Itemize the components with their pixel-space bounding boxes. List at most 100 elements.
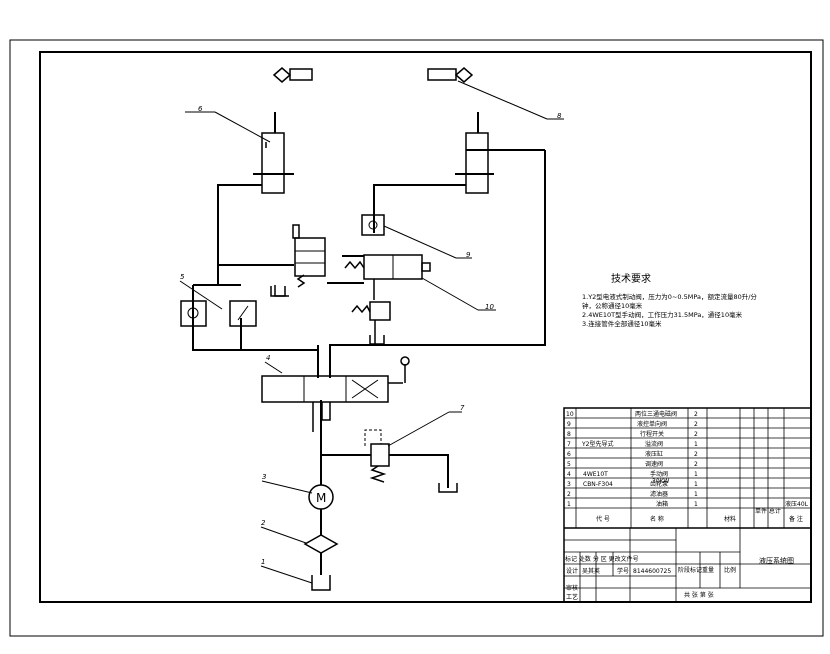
part-label: 10: [485, 303, 494, 311]
bom-name: 液压缸: [645, 450, 663, 458]
outer-border: [9, 39, 824, 637]
part-label: 3: [262, 473, 266, 481]
manual-valve-4: [261, 356, 410, 421]
part-labels: 8 6 9 5 10 4 7 3 2 1: [180, 105, 562, 566]
flow-valve-5: [180, 300, 257, 327]
bom-qty: 2: [694, 431, 698, 438]
bom-qty: 2: [694, 411, 698, 418]
tech-line: 3.连接管件全部通径10毫米: [582, 319, 662, 328]
part-label: 1: [261, 558, 265, 566]
designer-role: 设计: [566, 567, 578, 575]
designer-name: 吴其英: [582, 567, 600, 575]
inner-border: [39, 51, 812, 603]
tech-line: 1.Y2型电液式制动阀，压力为0~0.5MPa，额定流量80升/分: [582, 292, 757, 301]
cylinder-left: [253, 112, 294, 194]
limit-switch-left: [272, 67, 313, 83]
filter: [303, 534, 339, 554]
bom-no: 2: [567, 491, 571, 498]
bom-row: 5 调速阀 2: [567, 460, 698, 468]
bom-header-note: 备 注: [789, 515, 803, 523]
bom-qty: 1: [694, 481, 698, 488]
pipe-network: [192, 150, 546, 575]
limit-switch-right: [427, 67, 474, 83]
bom-no: 8: [567, 431, 571, 438]
bom-row: 7 Y2型先导式 溢流阀 1: [567, 440, 698, 448]
bom-extra-note: 30KW: [652, 478, 669, 485]
bom-no: 5: [567, 461, 571, 468]
tech-line: 2.4WE10T型手动阀，工作压力31.5MPa，通径10毫米: [582, 310, 743, 319]
bom-name: 液控单向阀: [637, 420, 667, 428]
weight-label: 重量: [702, 566, 714, 574]
bom-rows: 10 两位三通电磁阀 2 9 液控单向阀 2 8 行程开关 2 7 Y2型先导式…: [565, 410, 809, 601]
revision-row: 标记 处数 分 区 更改文件号: [565, 555, 639, 563]
leader-lines: [179, 80, 564, 584]
process-role: 工艺: [566, 593, 578, 601]
bom-name: 手动阀: [650, 470, 668, 478]
part-label: 2: [261, 519, 266, 527]
bom-code: Y2型先导式: [581, 440, 613, 448]
bom-code: 4WE10T: [583, 471, 608, 478]
part-label: 5: [180, 273, 185, 281]
cylinder-right: [455, 112, 545, 194]
bom-name: 滤油器: [650, 490, 668, 498]
bom-name: 溢流阀: [645, 440, 663, 448]
relief-valve-7: [364, 429, 390, 483]
bom-row: 9 液控单向阀 2: [567, 420, 698, 428]
part-label: 9: [466, 251, 471, 259]
motor-symbol-letter: M: [316, 491, 326, 505]
bom-row: 10 两位三通电磁阀 2: [566, 410, 698, 418]
drawing-title: 液压系统图: [759, 556, 794, 565]
bom-no: 4: [567, 471, 571, 478]
bom-qty: 1: [694, 441, 698, 448]
bom-name: 两位三通电磁阀: [635, 410, 677, 418]
scale-label: 比例: [724, 566, 736, 574]
bom-qty: 1: [694, 491, 698, 498]
part-label: 8: [557, 112, 562, 120]
directional-valve-10: [344, 254, 431, 300]
motor: [308, 484, 334, 510]
bom-row: 4 4WE10T 手动阀 1: [567, 470, 698, 478]
title-grid: [564, 528, 811, 602]
bom-no: 6: [567, 451, 571, 458]
bom-material-note: 液压40L: [785, 500, 809, 508]
bom-header-name: 名 称: [650, 515, 664, 523]
bom-no: 10: [566, 411, 574, 418]
bom-name: 油箱: [656, 500, 668, 508]
sheet-count: 共 张 第 张: [684, 591, 714, 599]
bom-no: 3: [567, 481, 571, 488]
bom-row: 8 行程开关 2: [567, 430, 698, 438]
bom-grid: [564, 408, 811, 529]
bom-code: CBN-F304: [583, 481, 613, 488]
title-block: [563, 407, 812, 603]
bom-qty: 1: [694, 501, 698, 508]
tech-title: 技术要求: [611, 272, 651, 285]
tech-requirements: 技术要求 1.Y2型电液式制动阀，压力为0~0.5MPa，额定流量80升/分 钟…: [582, 272, 757, 328]
bom-row: 1 油箱 1: [567, 500, 698, 508]
stage-label: 阶段标记: [678, 566, 702, 574]
solenoid-valve-left: [274, 224, 326, 297]
bom-qty: 2: [694, 451, 698, 458]
check-valve-9: [361, 214, 385, 236]
checker-role: 审核: [566, 584, 578, 592]
bom-no: 1: [567, 501, 571, 508]
part-label: 6: [198, 105, 203, 113]
bom-name: 齿轮泵: [650, 480, 668, 488]
part-label: 7: [460, 404, 465, 412]
bom-header-material: 材料: [724, 515, 736, 523]
bom-header-weight: 单件 总计: [755, 507, 781, 515]
check-valve-lower: [351, 301, 391, 346]
bom-row: 3 CBN-F304 齿轮泵 1: [567, 480, 698, 488]
tank-symbols: [270, 286, 458, 591]
bom-qty: 1: [694, 471, 698, 478]
bom-qty: 2: [694, 461, 698, 468]
bom-row: 6 液压缸 2: [567, 450, 698, 458]
student-no-label: 学号: [617, 567, 629, 575]
bom-name: 调速阀: [645, 460, 663, 468]
bom-no: 9: [567, 421, 571, 428]
bom-name: 行程开关: [640, 430, 664, 438]
bom-qty: 2: [694, 421, 698, 428]
bom-header-code: 代 号: [596, 515, 610, 523]
bom-row: 2 滤油器 1: [567, 490, 698, 498]
tech-line: 钟，公称通径10毫米: [582, 301, 643, 310]
